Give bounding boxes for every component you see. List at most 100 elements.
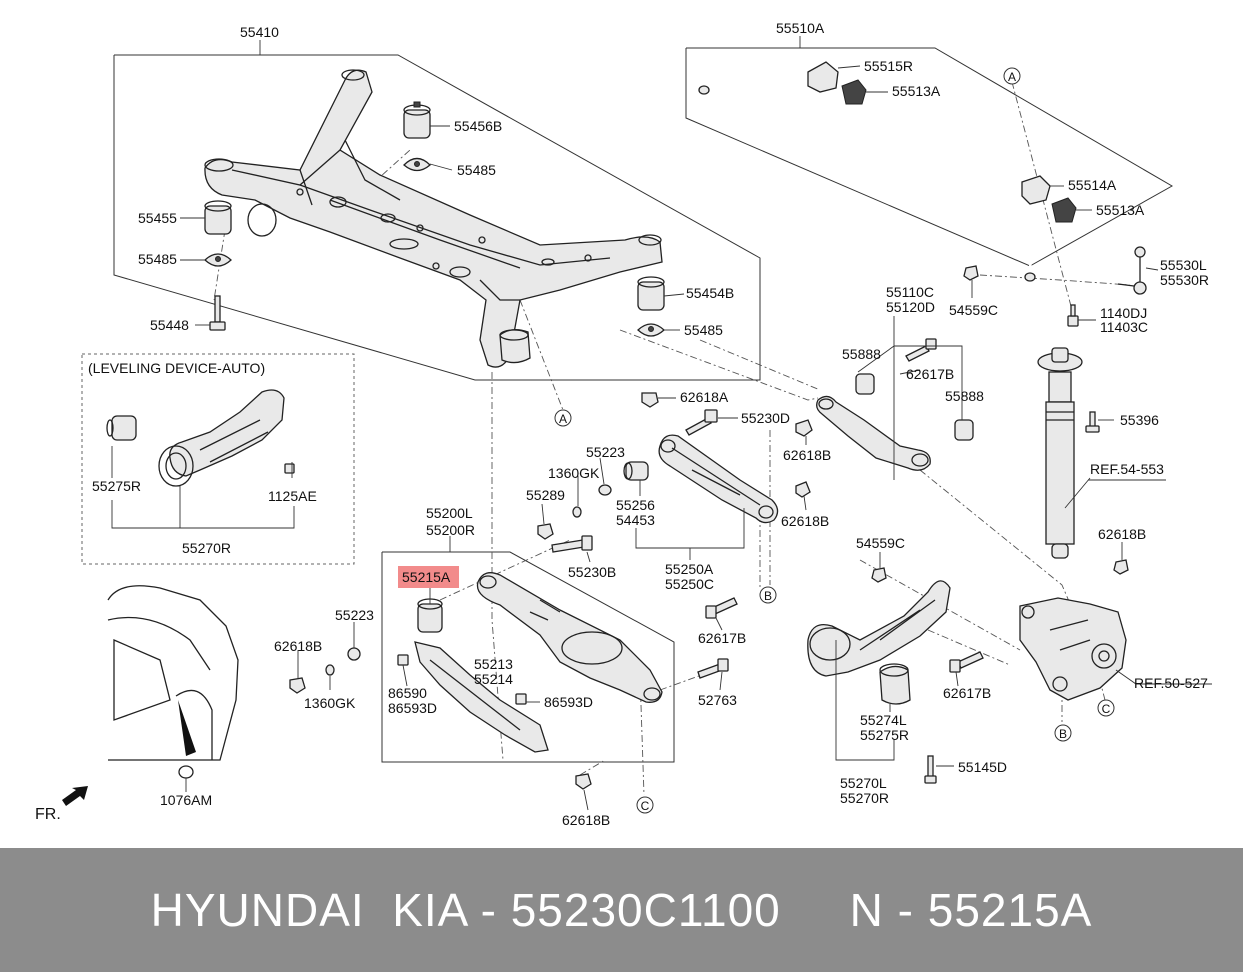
bracket-55515R: [807, 61, 839, 93]
callout-c-1: C: [1097, 699, 1115, 717]
label-55213: 55213: [474, 656, 513, 672]
nut-55289: [537, 523, 554, 540]
label-fr: FR.: [35, 806, 61, 823]
callout-b-2: B: [1054, 724, 1072, 742]
label-55270R-leveling: 55270R: [182, 540, 231, 556]
bolt-62617B-upper: [905, 338, 937, 362]
label-54559C-top: 54559C: [949, 302, 998, 318]
label-62618A: 62618A: [680, 389, 729, 405]
label-55455: 55455: [138, 210, 177, 226]
label-55485-right: 55485: [684, 322, 723, 338]
label-55888-right: 55888: [945, 388, 984, 404]
label-62618B-4: 62618B: [562, 812, 610, 828]
label-55200L: 55200L: [426, 505, 473, 521]
stabilizer-link: [1117, 246, 1147, 295]
nut-62618B-3: [289, 677, 306, 694]
cover-55213: [414, 641, 549, 753]
shock-absorber: [1037, 347, 1083, 559]
label-62617B-upper: 62617B: [906, 366, 954, 382]
label-62618B-2: 62618B: [781, 513, 829, 529]
rear-subframe: [204, 69, 663, 368]
label-55510A: 55510A: [776, 20, 825, 36]
stabilizer-bar: [698, 85, 1036, 282]
bolt-1140DJ: [1067, 304, 1079, 327]
bushing-55513A-right: [1051, 197, 1077, 223]
label-62618B-1: 62618B: [783, 447, 831, 463]
upper-arm-55110C: [816, 395, 931, 471]
car-silhouette: [107, 585, 239, 779]
stabilizer-box: [685, 47, 1174, 267]
label-55274L: 55274L: [860, 712, 907, 728]
label-1125AE: 1125AE: [268, 488, 317, 504]
bushing-55454B: [637, 276, 665, 311]
label-54559C-lower: 54559C: [856, 535, 905, 551]
bushing-55215A: [417, 598, 443, 633]
label-55223-lower: 55223: [335, 607, 374, 623]
nut-62618B-1: [795, 419, 813, 437]
washer-1360GK-lower: [325, 664, 335, 676]
label-leveling-device: (LEVELING DEVICE-AUTO): [88, 360, 265, 376]
bolt-62617B-lower: [705, 597, 738, 619]
label-62617B-lower: 62617B: [698, 630, 746, 646]
bolt-55145D: [924, 755, 937, 784]
label-55270L: 55270L: [840, 775, 887, 791]
label-55454B: 55454B: [686, 285, 734, 301]
reference-lines: [213, 81, 1131, 796]
label-1360GK-upper: 1360GK: [548, 465, 600, 481]
label-55410: 55410: [240, 24, 279, 40]
washer-55485-left: [204, 253, 232, 267]
label-1360GK-lower: 1360GK: [304, 695, 356, 711]
label-11403C: 11403C: [1100, 319, 1148, 335]
washer-55485-right: [637, 323, 665, 337]
label-55396: 55396: [1120, 412, 1159, 428]
label-55530R: 55530R: [1160, 272, 1209, 288]
lateral-arm-55250A: [658, 434, 779, 524]
lower-arm-box: [381, 551, 675, 763]
svg-text:B: B: [764, 589, 772, 603]
svg-text:C: C: [1102, 702, 1111, 716]
part-labels: 55410 55456B 55485 55455 55485 55448 554…: [35, 20, 1209, 828]
nut-54559C-top: [963, 265, 979, 281]
callout-a-2: A: [554, 409, 572, 427]
label-55514A: 55514A: [1068, 177, 1117, 193]
label-55214: 55214: [474, 671, 513, 687]
bolt-86590: [397, 654, 409, 666]
label-55250A: 55250A: [665, 561, 714, 577]
lower-arm-55200L: [476, 572, 663, 703]
trailing-arm-55270L: [807, 580, 951, 677]
label-55270R: 55270R: [840, 790, 889, 806]
knuckle: [1019, 597, 1127, 701]
nut-62618A: [641, 392, 659, 408]
bolt-52763: [697, 658, 729, 679]
bushing-55455: [204, 200, 232, 235]
nut-54559C-lower: [871, 567, 887, 583]
label-86593D-right: 86593D: [544, 694, 593, 710]
bushing-55888-right: [954, 419, 974, 441]
bushing-55888-left: [855, 373, 875, 395]
label-ref-50-527: REF.50-527: [1134, 675, 1208, 691]
part-number-banner: HYUNDAI KIA - 55230C1100 N - 55215A: [0, 848, 1243, 972]
label-55456B: 55456B: [454, 118, 502, 134]
washer-55223-upper: [598, 484, 612, 496]
bolt-55448: [209, 295, 226, 331]
label-1140DJ: 1140DJ: [1100, 305, 1147, 321]
part-highlight: [398, 566, 459, 588]
leader-lines: [111, 36, 1212, 811]
label-55230D: 55230D: [741, 410, 790, 426]
leveling-device: [106, 389, 295, 487]
label-55200R: 55200R: [426, 522, 475, 538]
label-55513A-top: 55513A: [892, 83, 941, 99]
label-55530L: 55530L: [1160, 257, 1207, 273]
label-86590: 86590: [388, 685, 427, 701]
parts-diagram: A A B B C C 55410 55456B 55485 55455 554…: [35, 20, 1212, 828]
label-62617B-right: 62617B: [943, 685, 991, 701]
label-ref-54-553: REF.54-553: [1090, 461, 1164, 477]
bolt-55396: [1085, 411, 1100, 433]
banner-text: HYUNDAI KIA - 55230C1100 N - 55215A: [150, 884, 1093, 936]
nut-62618B-5: [1113, 559, 1129, 575]
label-55448: 55448: [150, 317, 189, 333]
label-55110C: 55110C: [886, 284, 934, 300]
label-55485-top: 55485: [457, 162, 496, 178]
label-55145D: 55145D: [958, 759, 1007, 775]
